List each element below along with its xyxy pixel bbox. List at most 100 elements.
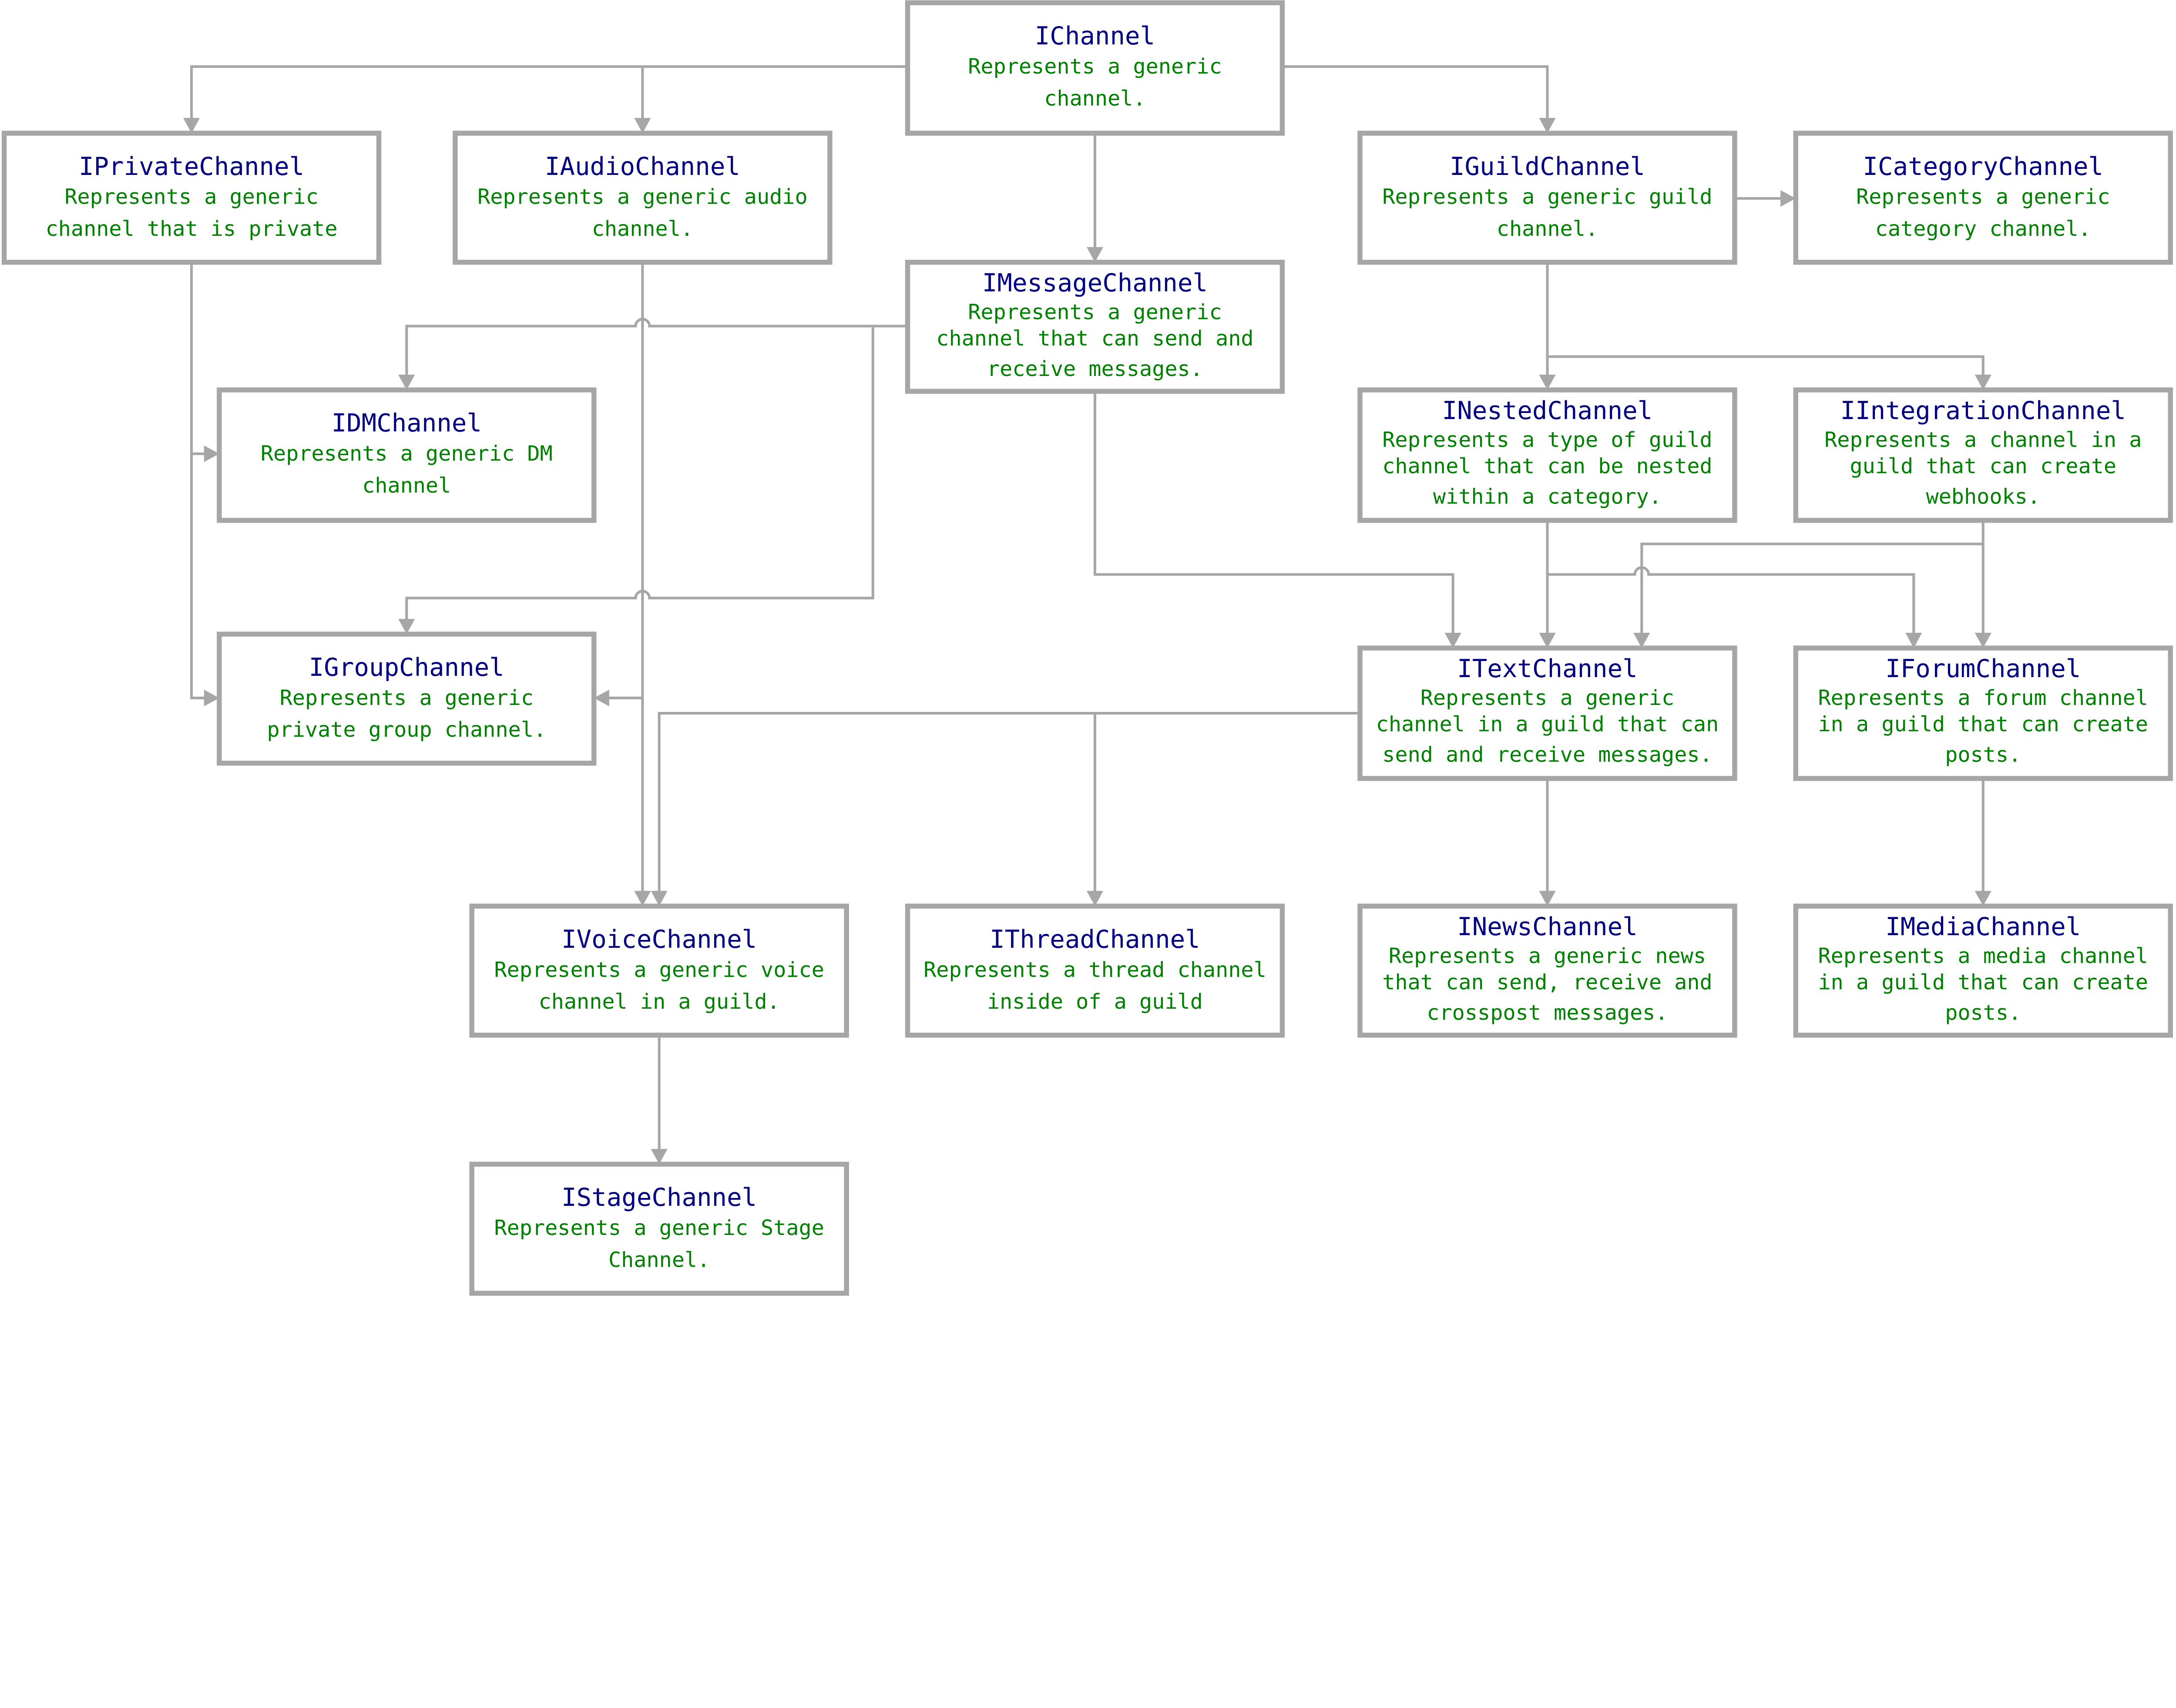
node-box: [1793, 903, 2173, 1038]
node-description-line: Represents a generic guild: [1382, 185, 1712, 209]
arrowhead-icon: [398, 374, 415, 390]
node-title: IGuildChannel: [1450, 152, 1645, 181]
node-description-line: posts.: [1945, 743, 2021, 767]
node-description-line: channel.: [1497, 217, 1598, 241]
arrowhead-icon: [1975, 891, 1991, 906]
arrowhead-icon: [1780, 190, 1796, 207]
node-description-line: private group channel.: [267, 718, 546, 742]
arrowhead-icon: [1975, 633, 1991, 648]
node-box: [905, 0, 1285, 136]
node-title: IDMChannel: [332, 409, 482, 438]
node-description-line: inside of a guild: [987, 990, 1203, 1014]
arrowhead-icon: [594, 689, 609, 707]
node-description-line: Represents a generic news: [1389, 944, 1706, 968]
node-box: [1357, 903, 1737, 1038]
node-title: ICategoryChannel: [1863, 152, 2103, 181]
node-title: INestedChannel: [1442, 396, 1653, 425]
node-description-line: channel that can be nested: [1382, 454, 1712, 478]
node-box: [1793, 131, 2173, 265]
edge-ichannel-iguild: [1282, 65, 1549, 120]
node-box: [453, 131, 833, 265]
node-description-line: channel in a guild that can: [1376, 712, 1719, 736]
node-title: IIntegrationChannel: [1840, 396, 2126, 425]
arrowhead-icon: [651, 1149, 668, 1164]
node-description-line: Represents a thread channel: [923, 958, 1266, 982]
node-title: ITextChannel: [1457, 654, 1638, 683]
node-description-line: Represents a generic: [64, 185, 318, 209]
node-description-line: webhooks.: [1926, 485, 2040, 509]
node-description-line: crosspost messages.: [1427, 1001, 1668, 1025]
edges: [183, 65, 1991, 1164]
node-description-line: Represents a type of guild: [1382, 428, 1712, 452]
node-description-line: Represents a generic: [968, 54, 1222, 79]
node-box: [1, 131, 382, 265]
node-description-line: Represents a generic voice: [494, 958, 824, 982]
node-title: IStageChannel: [561, 1183, 757, 1212]
arrowhead-icon: [1539, 891, 1556, 906]
edge-iprivate-igroup: [190, 262, 205, 699]
node-box: [469, 903, 849, 1038]
node-description-line: Represents a generic DM: [261, 442, 553, 466]
node-description-line: Represents a channel in a: [1824, 428, 2142, 452]
node-description-line: Represents a generic: [1420, 686, 1674, 710]
arrowhead-icon: [1086, 891, 1104, 906]
node-description-line: posts.: [1945, 1001, 2021, 1025]
node-title: IMessageChannel: [982, 268, 1208, 298]
node-title: IPrivateChannel: [79, 152, 304, 181]
node-box: [1793, 387, 2173, 523]
node-title: IVoiceChannel: [561, 925, 757, 954]
node-description-line: channel that can send and: [936, 326, 1253, 351]
node-description-line: in a guild that can create: [1818, 970, 2148, 995]
node-description-line: send and receive messages.: [1382, 743, 1712, 767]
node-title: IThreadChannel: [990, 925, 1200, 954]
arrowhead-icon: [204, 689, 219, 707]
arrowhead-icon: [634, 118, 651, 134]
edge-imessage-itext: [1093, 391, 1454, 634]
node-description-line: that can send, receive and: [1382, 970, 1712, 995]
node-box: [1793, 645, 2173, 781]
node-box: [905, 259, 1285, 394]
arrowhead-icon: [651, 891, 668, 906]
node-description-line: within a category.: [1433, 485, 1662, 509]
edge-itext-ivoice: [658, 711, 1360, 893]
node-description-line: guild that can create: [1850, 454, 2116, 478]
node-description-line: channel in a guild.: [539, 990, 780, 1014]
arrowhead-icon: [634, 891, 651, 906]
node-box: [1357, 131, 1737, 265]
node-description-line: Represents a forum channel: [1818, 686, 2148, 710]
node-box: [1357, 387, 1737, 523]
node-box: [905, 903, 1285, 1038]
node-description-line: in a guild that can create: [1818, 712, 2148, 736]
node-description-line: channel.: [592, 217, 693, 241]
node-description-line: Represents a generic: [1856, 185, 2110, 209]
node-description-line: channel that is private: [46, 217, 338, 241]
edge-imessage-idm: [405, 318, 908, 376]
arrowhead-icon: [1444, 633, 1461, 648]
node-box: [1357, 645, 1737, 781]
node-description-line: channel.: [1044, 86, 1145, 111]
node-title: IForumChannel: [1885, 654, 2081, 683]
arrowhead-icon: [1905, 633, 1922, 648]
edge-inested-iforum: [1547, 566, 1915, 634]
edge-iintegration-itext: [1640, 542, 1983, 634]
arrowhead-icon: [183, 118, 200, 134]
arrowhead-icon: [204, 445, 219, 462]
node-title: IAudioChannel: [545, 152, 740, 181]
arrowhead-icon: [1539, 374, 1556, 390]
node-description-line: Represents a generic: [280, 686, 534, 710]
